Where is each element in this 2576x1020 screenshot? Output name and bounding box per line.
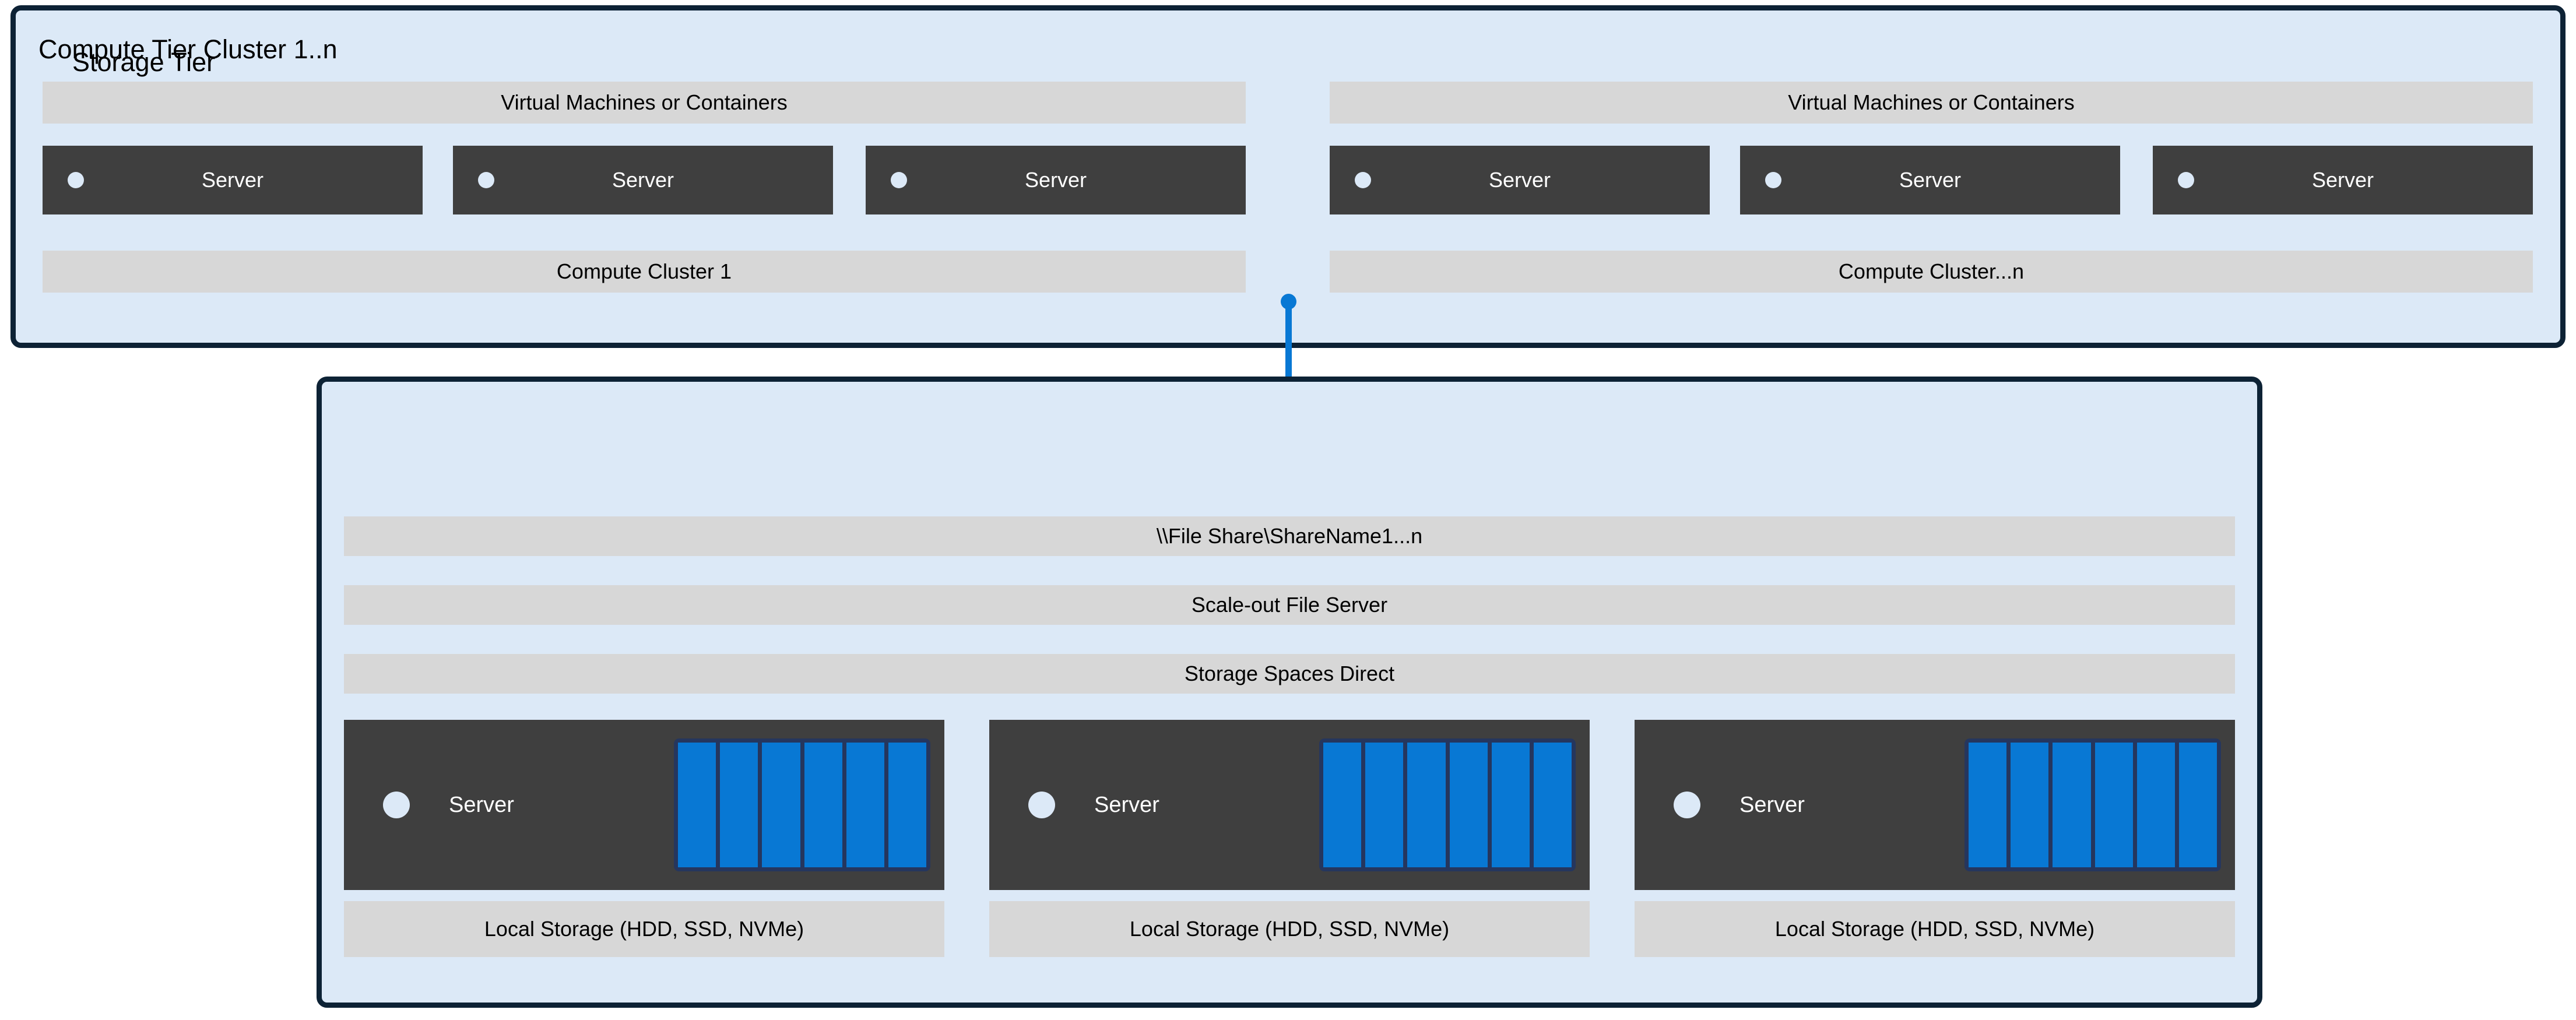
- compute-cluster-n-footer: Compute Cluster...n: [1330, 251, 2533, 293]
- disk-bar: [804, 743, 842, 867]
- status-led-icon: [1028, 792, 1055, 818]
- compute-cluster-n-header: Virtual Machines or Containers: [1330, 82, 2533, 124]
- compute-cluster-n-server-2[interactable]: Server: [1740, 146, 2120, 214]
- compute-cluster-1-server-1[interactable]: Server: [43, 146, 423, 214]
- storage-node-1-local-storage-label: Local Storage (HDD, SSD, NVMe): [344, 901, 944, 957]
- disk-bar: [762, 743, 800, 867]
- disk-bar: [2136, 743, 2175, 867]
- disk-array: [1964, 738, 2221, 871]
- server-label: Server: [2311, 168, 2374, 192]
- storage-node-2-server[interactable]: Server: [989, 720, 1590, 890]
- storage-node-1-server[interactable]: Server: [344, 720, 944, 890]
- disk-bar: [1365, 743, 1404, 867]
- disk-bar: [1323, 743, 1362, 867]
- storage-node-3-local-storage-label: Local Storage (HDD, SSD, NVMe): [1635, 901, 2235, 957]
- storage-node-2-local-storage-label: Local Storage (HDD, SSD, NVMe): [989, 901, 1590, 957]
- disk-bar: [2011, 743, 2049, 867]
- server-label: Server: [201, 168, 264, 192]
- status-led-icon: [1765, 172, 1781, 188]
- file-share-bar: \\File Share\ShareName1...n: [344, 516, 2235, 556]
- disk-bar: [2053, 743, 2091, 867]
- tier-connector-line: [1285, 297, 1292, 414]
- compute-cluster-n-server-3[interactable]: Server: [2153, 146, 2533, 214]
- status-led-icon: [383, 792, 410, 818]
- status-led-icon: [2178, 172, 2194, 188]
- status-led-icon: [1674, 792, 1700, 818]
- disk-bar: [1449, 743, 1488, 867]
- disk-bar: [888, 743, 927, 867]
- status-led-icon: [68, 172, 84, 188]
- compute-cluster-1-footer: Compute Cluster 1: [43, 251, 1246, 293]
- compute-cluster-1-header: Virtual Machines or Containers: [43, 82, 1246, 124]
- status-led-icon: [478, 172, 494, 188]
- storage-tier-title: Storage Tier: [72, 47, 216, 77]
- server-label: Server: [1488, 168, 1551, 192]
- compute-cluster-1-server-2[interactable]: Server: [453, 146, 833, 214]
- compute-tier-title: Compute Tier Cluster 1..n: [38, 34, 338, 64]
- storage-spaces-direct-bar: Storage Spaces Direct: [344, 654, 2235, 694]
- disk-bar: [678, 743, 716, 867]
- server-label: Server: [1094, 793, 1159, 817]
- storage-node-3-server[interactable]: Server: [1635, 720, 2235, 890]
- server-label: Server: [449, 793, 514, 817]
- connector-endpoint-icon: [1281, 294, 1296, 309]
- disk-bar: [1491, 743, 1530, 867]
- disk-bar: [1969, 743, 2007, 867]
- compute-cluster-1-server-3[interactable]: Server: [866, 146, 1246, 214]
- disk-bar: [1407, 743, 1446, 867]
- status-led-icon: [1355, 172, 1371, 188]
- server-label: Server: [612, 168, 674, 192]
- server-label: Server: [1024, 168, 1087, 192]
- scale-out-file-server-bar: Scale-out File Server: [344, 585, 2235, 625]
- disk-array: [1319, 738, 1576, 871]
- status-led-icon: [891, 172, 907, 188]
- disk-bar: [2178, 743, 2217, 867]
- disk-bar: [1533, 743, 1572, 867]
- disk-bar: [720, 743, 758, 867]
- server-label: Server: [1899, 168, 1962, 192]
- disk-array: [674, 738, 930, 871]
- server-label: Server: [1739, 793, 1805, 817]
- disk-bar: [846, 743, 884, 867]
- compute-cluster-n-server-1[interactable]: Server: [1330, 146, 1710, 214]
- disk-bar: [2094, 743, 2133, 867]
